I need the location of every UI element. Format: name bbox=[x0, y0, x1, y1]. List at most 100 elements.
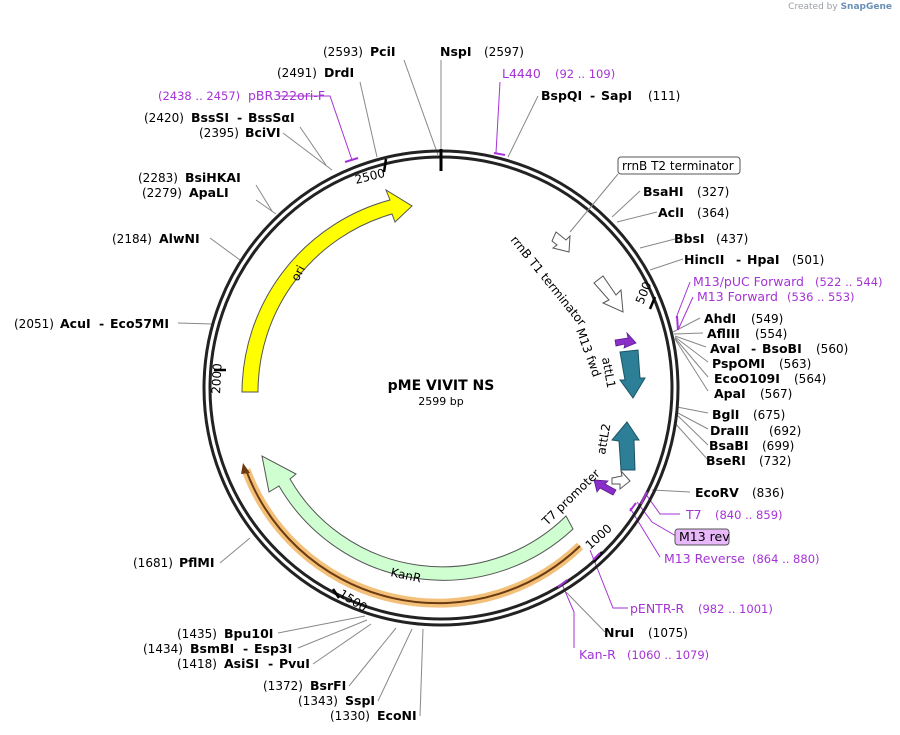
primer-pentr-r[interactable]: pENTR-R (982 .. 1001) bbox=[630, 601, 773, 616]
kanr-highlight-core bbox=[245, 469, 581, 605]
site-bsahi[interactable]: BsaHI (327) bbox=[643, 184, 729, 199]
svg-text:PflMI: PflMI bbox=[179, 555, 215, 570]
svg-text:(567): (567) bbox=[760, 387, 792, 401]
svg-text:(522 .. 544): (522 .. 544) bbox=[815, 275, 883, 289]
site-alwni[interactable]: (2184) AlwNI bbox=[112, 231, 200, 246]
site-bgli[interactable]: BglI (675) bbox=[712, 407, 785, 422]
svg-text:DrdI: DrdI bbox=[324, 65, 354, 80]
svg-text:BsrFI: BsrFI bbox=[310, 678, 346, 693]
site-bcivi[interactable]: (2395) BciVI bbox=[199, 125, 281, 140]
site-nrui[interactable]: NruI (1075) bbox=[604, 625, 688, 640]
svg-text:AhdI: AhdI bbox=[704, 311, 736, 326]
svg-text:Kan-R: Kan-R bbox=[579, 647, 616, 662]
site-avai[interactable]: AvaI - BsoBI (560) bbox=[710, 341, 848, 356]
site-pflmi[interactable]: (1681) PflMI bbox=[133, 555, 215, 570]
svg-text:(1418): (1418) bbox=[177, 657, 217, 671]
site-acli[interactable]: AclI (364) bbox=[658, 205, 729, 220]
site-ahdi[interactable]: AhdI (549) bbox=[704, 311, 783, 326]
site-pspomi[interactable]: PspOMI (563) bbox=[712, 356, 811, 371]
svg-text:-: - bbox=[736, 252, 741, 267]
svg-text:(437): (437) bbox=[716, 232, 748, 246]
svg-text:(560): (560) bbox=[816, 342, 848, 356]
site-hincii[interactable]: HincII - HpaI (501) bbox=[684, 252, 824, 267]
site-bsrfi[interactable]: (1372) BsrFI bbox=[263, 678, 346, 693]
primer-marks bbox=[344, 152, 679, 588]
attl1-arrow[interactable] bbox=[619, 349, 646, 399]
svg-text:(327): (327) bbox=[697, 185, 729, 199]
site-bsmbi[interactable]: (1434) BsmBI - Esp3I bbox=[143, 641, 292, 656]
svg-text:AcuI: AcuI bbox=[60, 316, 91, 331]
attl2-arrow[interactable] bbox=[611, 421, 640, 471]
svg-text:NruI: NruI bbox=[604, 625, 634, 640]
svg-text:M13 Reverse: M13 Reverse bbox=[664, 551, 745, 566]
site-bpu10i[interactable]: (1435) Bpu10I bbox=[177, 626, 273, 641]
kanr-label: KanR bbox=[389, 565, 422, 585]
site-drdi[interactable]: (2491) DrdI bbox=[277, 65, 354, 80]
site-bsabi[interactable]: BsaBI (699) bbox=[709, 438, 794, 453]
primer-l4440[interactable]: L4440 (92 .. 109) bbox=[502, 66, 615, 81]
site-apai[interactable]: ApaI (567) bbox=[714, 386, 792, 401]
primer-m13-rev[interactable]: M13 rev bbox=[674, 528, 730, 546]
site-bsihkai[interactable]: (2283) BsiHKAI bbox=[138, 170, 241, 185]
svg-text:BsaHI: BsaHI bbox=[643, 184, 684, 199]
site-bsssi[interactable]: (2420) BssSI - BssSαI bbox=[144, 110, 295, 125]
svg-text:M13 rev: M13 rev bbox=[679, 529, 730, 544]
svg-text:(840 .. 859): (840 .. 859) bbox=[715, 508, 783, 522]
svg-text:BseRI: BseRI bbox=[706, 453, 746, 468]
site-bbsi[interactable]: BbsI (437) bbox=[674, 231, 748, 246]
svg-text:M13 Forward: M13 Forward bbox=[697, 289, 778, 304]
site-bseri[interactable]: BseRI (732) bbox=[706, 453, 791, 468]
rrnb-t1-arrow[interactable] bbox=[593, 275, 624, 313]
svg-text:-: - bbox=[751, 341, 756, 356]
primer-kan-r[interactable]: Kan-R (1060 .. 1079) bbox=[579, 647, 709, 662]
primer-pbr322ori-f[interactable]: (2438 .. 2457) pBR322ori-F bbox=[158, 88, 325, 103]
svg-text:(1330): (1330) bbox=[330, 709, 370, 723]
primer-m13-reverse[interactable]: M13 Reverse (864 .. 880) bbox=[664, 551, 820, 566]
site-aflIII[interactable]: AflIII (554) bbox=[707, 326, 787, 341]
leader-lines bbox=[177, 59, 709, 717]
svg-text:(92 .. 109): (92 .. 109) bbox=[555, 67, 615, 81]
site-asisi[interactable]: (1418) AsiSI - PvuI bbox=[177, 656, 310, 671]
site-pcii[interactable]: (2593) PciI bbox=[323, 44, 396, 59]
kanr-highlight-arrow bbox=[241, 463, 250, 474]
ori-feature-arrow[interactable] bbox=[241, 188, 413, 393]
svg-text:-: - bbox=[237, 110, 242, 125]
site-nspi[interactable]: NspI (2597) bbox=[440, 44, 524, 59]
svg-text:M13/pUC Forward: M13/pUC Forward bbox=[693, 274, 804, 289]
primer-m13-puc-forward[interactable]: M13/pUC Forward (522 .. 544) bbox=[693, 274, 883, 289]
brand-name: SnapGene bbox=[840, 2, 892, 12]
site-sspi[interactable]: (1343) SspI bbox=[298, 693, 375, 708]
svg-text:(2279): (2279) bbox=[142, 186, 182, 200]
svg-text:(549): (549) bbox=[751, 312, 783, 326]
primer-m13-forward[interactable]: M13 Forward (536 .. 553) bbox=[697, 289, 855, 304]
m13-rev-arrow[interactable] bbox=[593, 479, 617, 496]
svg-text:(111): (111) bbox=[648, 89, 680, 103]
svg-text:(2438 .. 2457): (2438 .. 2457) bbox=[158, 89, 240, 103]
svg-text:(554): (554) bbox=[755, 327, 787, 341]
site-draiii[interactable]: DraIII (692) bbox=[710, 423, 801, 438]
svg-text:(536 .. 553): (536 .. 553) bbox=[787, 290, 855, 304]
svg-text:(699): (699) bbox=[762, 439, 794, 453]
site-apali[interactable]: (2279) ApaLI bbox=[142, 185, 229, 200]
svg-text:(1372): (1372) bbox=[263, 679, 303, 693]
svg-text:(675): (675) bbox=[753, 408, 785, 422]
m13-fwd-arrow[interactable] bbox=[614, 331, 637, 349]
kanr-feature-arrow[interactable] bbox=[261, 455, 574, 581]
primer-t7[interactable]: T7 (840 .. 859) bbox=[685, 507, 783, 522]
svg-text:ApaLI: ApaLI bbox=[189, 185, 229, 200]
m13-rev-highlight bbox=[674, 528, 730, 546]
t7-promoter-label: T7 promoter bbox=[539, 466, 603, 529]
svg-text:BssSαI: BssSαI bbox=[248, 110, 295, 125]
site-acui[interactable]: (2051) AcuI - Eco57MI bbox=[14, 316, 169, 331]
site-ecorv[interactable]: EcoRV (836) bbox=[695, 485, 784, 500]
svg-text:(2491): (2491) bbox=[277, 66, 317, 80]
site-econi[interactable]: (1330) EcoNI bbox=[330, 708, 417, 723]
rrnb-t2-arrow[interactable] bbox=[551, 231, 571, 253]
svg-text:(692): (692) bbox=[769, 424, 801, 438]
t7-promoter-arrow[interactable] bbox=[611, 469, 631, 491]
site-ecoo109i[interactable]: EcoO109I (564) bbox=[714, 371, 826, 386]
site-bspqi[interactable]: BspQI - SapI (111) bbox=[541, 88, 680, 103]
svg-text:-: - bbox=[243, 641, 248, 656]
svg-text:(2184): (2184) bbox=[112, 232, 152, 246]
plasmid-length: 2599 bp bbox=[418, 395, 463, 408]
